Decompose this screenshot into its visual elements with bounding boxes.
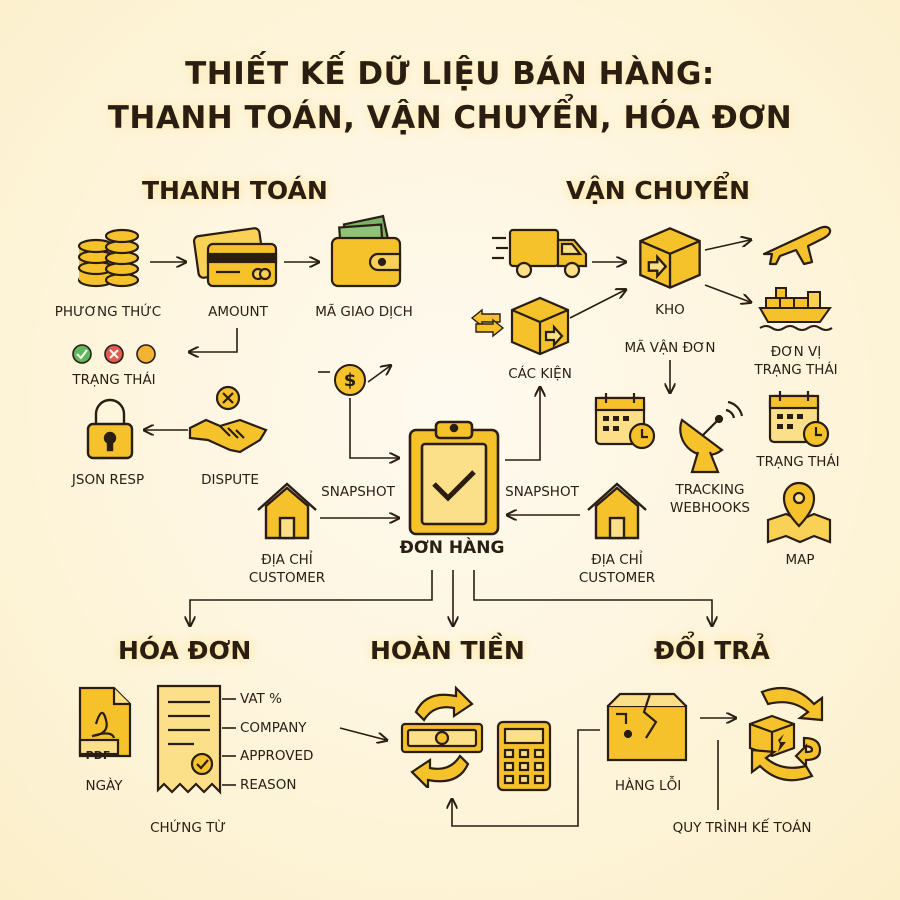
label-map: MAP <box>785 552 815 568</box>
label-address-right-1: ĐỊA CHỈ <box>591 552 643 568</box>
arrow-warehouse-ship <box>704 284 750 302</box>
calendar-status-icon <box>768 391 830 448</box>
label-json-resp: JSON RESP <box>71 472 145 488</box>
status-lights-icon <box>72 344 156 364</box>
satellite-dish-icon <box>679 400 744 474</box>
label-address-right-2: CUSTOMER <box>578 570 656 586</box>
label-date: NGÀY <box>85 778 123 794</box>
label-tracking-code: MÃ VẬN ĐƠN <box>624 340 716 356</box>
label-carrier-2: TRẠNG THÁI <box>754 362 838 378</box>
arrow-company-refund <box>339 727 386 740</box>
label-snapshot-left: SNAPSHOT <box>321 484 395 500</box>
label-address-left-1: ĐỊA CHỈ <box>261 552 313 568</box>
arrow-dollar-order <box>349 398 398 458</box>
map-pin-icon <box>766 481 832 544</box>
label-transaction-id: MÃ GIAO DỊCH <box>315 304 413 320</box>
label-shipping-status: TRẠNG THÁI <box>756 454 840 470</box>
credit-card-icon <box>192 227 278 288</box>
section-returns: ĐỔI TRẢ <box>654 636 770 665</box>
invoice-field-item: COMPANY <box>240 720 307 736</box>
arrow-order-returns <box>473 570 712 625</box>
label-packages: CÁC KIỆN <box>508 366 572 382</box>
section-invoice: HÓA ĐƠN <box>118 636 252 665</box>
truck-icon <box>492 228 588 279</box>
invoice-field-item: APPROVED <box>240 748 314 764</box>
section-shipping: VẬN CHUYỂN <box>566 176 750 205</box>
arrow-warehouse-plane <box>704 240 750 251</box>
svg-text:$: $ <box>344 370 357 391</box>
pdf-badge-text: PDF <box>85 749 111 762</box>
label-status: TRẠNG THÁI <box>72 372 156 388</box>
coins-icon <box>77 228 140 288</box>
label-dispute: DISPUTE <box>201 472 259 488</box>
package-box-icon <box>510 296 570 356</box>
calendar-clock-icon <box>594 393 656 450</box>
label-carrier-1: ĐƠN VỊ <box>770 344 822 360</box>
label-accounting-process: QUY TRÌNH KẾ TOÁN <box>672 820 812 836</box>
label-snapshot-right: SNAPSHOT <box>505 484 579 500</box>
section-refund: HOÀN TIỀN <box>370 636 525 665</box>
label-document: CHỨNG TỪ <box>150 820 226 836</box>
house-right-icon <box>587 482 647 540</box>
label-defective: HÀNG LỖI <box>614 778 682 794</box>
arrow-order-packages <box>505 388 540 461</box>
invoice-field-item: REASON <box>240 777 297 793</box>
padlock-icon <box>86 398 134 460</box>
pdf-file-icon <box>78 686 132 758</box>
label-webhooks-1: TRACKING <box>675 482 745 498</box>
house-left-icon <box>257 482 317 540</box>
warehouse-box-icon <box>639 227 701 289</box>
arrow-amount-status <box>190 328 238 352</box>
calculator-icon <box>496 720 552 792</box>
damaged-box-icon <box>606 692 688 762</box>
invoice-field-item: VAT % <box>240 691 282 707</box>
section-payment: THANH TOÁN <box>142 176 328 205</box>
page-title-line-1: THIẾT KẾ DỮ LIỆU BÁN HÀNG: <box>185 56 715 92</box>
label-amount: AMOUNT <box>208 304 268 320</box>
cargo-ship-icon <box>758 287 833 331</box>
handshake-icon <box>188 385 268 454</box>
refund-cycle-icon <box>400 685 484 788</box>
arrow-accounting-refund <box>452 729 600 827</box>
page-title-line-2: THANH TOÁN, VẬN CHUYỂN, HÓA ĐƠN <box>107 100 793 136</box>
label-warehouse: KHO <box>655 302 685 318</box>
arrow-packages-warehouse <box>569 290 625 319</box>
arrow-order-invoice <box>190 570 433 625</box>
wallet-icon <box>330 214 402 288</box>
label-address-left-2: CUSTOMER <box>248 570 326 586</box>
arrow-dollar-up <box>367 366 390 383</box>
receipt-document-icon <box>156 684 222 795</box>
order-clipboard-icon <box>408 420 500 536</box>
label-order: ĐƠN HÀNG <box>399 538 505 558</box>
dollar-icon: $ <box>334 364 366 396</box>
label-webhooks-2: WEBHOOKS <box>670 500 750 516</box>
airplane-icon <box>762 225 832 266</box>
label-method: PHƯƠNG THỨC <box>54 304 162 320</box>
exchange-cycle-icon <box>748 686 824 782</box>
